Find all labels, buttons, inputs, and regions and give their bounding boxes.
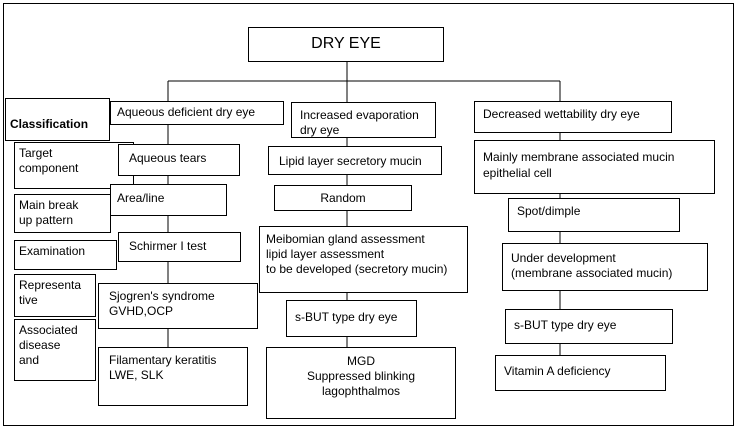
- aqueous-disease-box: Filamentary keratitis LWE, SLK: [98, 347, 248, 406]
- evaporation-disease-box: MGD Suppressed blinking lagophthalmos: [266, 347, 456, 419]
- wettability-representative-box: s-BUT type dry eye: [505, 309, 673, 344]
- aqueous-pattern-box: Area/line: [110, 184, 227, 216]
- title-box: DRY EYE: [248, 27, 444, 62]
- row-label-target-component: Target component: [14, 142, 134, 189]
- evaporation-target-box: Lipid layer secretory mucin: [268, 146, 442, 175]
- evaporation-exam-box: Meibomian gland assessment lipid layer a…: [259, 226, 468, 293]
- diagram-frame: [3, 3, 734, 426]
- aqueous-exam-box: Schirmer I test: [118, 232, 241, 262]
- row-label-classification: Classification *mixed type: [5, 98, 110, 141]
- row-label-associated-disease: Associated disease and: [14, 319, 96, 381]
- title-text: DRY EYE: [311, 35, 381, 52]
- row-label-main-break-up-pattern: Main break up pattern: [14, 194, 111, 233]
- wettability-target-box: Mainly membrane associated mucin epithel…: [474, 140, 715, 194]
- evaporation-type-box: Increased evaporation dry eye: [291, 102, 436, 138]
- aqueous-representative-box: Sjogren's syndrome GVHD,OCP: [98, 283, 258, 329]
- classification-label: Classification: [10, 117, 89, 131]
- wettability-pattern-box: Spot/dimple: [508, 198, 680, 232]
- aqueous-type-box: Aqueous deficient dry eye: [110, 101, 284, 125]
- evaporation-pattern-box: Random: [274, 185, 412, 211]
- wettability-type-box: Decreased wettability dry eye: [474, 101, 672, 133]
- row-label-examination: Examination: [14, 240, 117, 270]
- wettability-exam-box: Under development (membrane associated m…: [502, 243, 708, 291]
- aqueous-target-box: Aqueous tears: [118, 144, 240, 176]
- row-label-representative: Representa tive: [14, 274, 96, 317]
- wettability-disease-box: Vitamin A deficiency: [495, 355, 666, 391]
- evaporation-representative-box: s-BUT type dry eye: [286, 300, 417, 337]
